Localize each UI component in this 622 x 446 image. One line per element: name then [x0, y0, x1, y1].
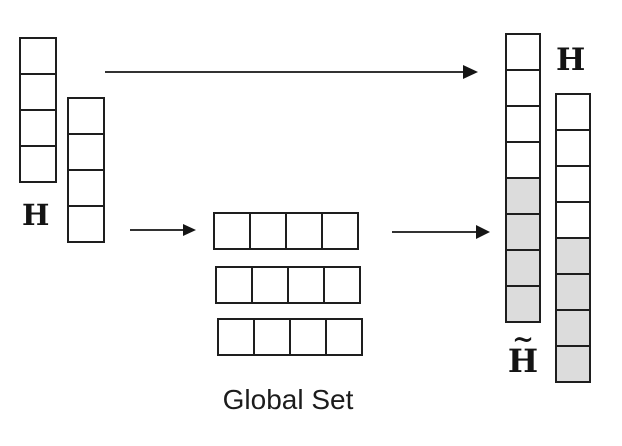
- right-matrix-column-h: [555, 93, 591, 383]
- matrix-cell-gray: [555, 309, 591, 347]
- matrix-cell-white: [213, 212, 251, 250]
- matrix-cell-white: [505, 69, 541, 107]
- matrix-cell-white: [253, 318, 291, 356]
- left-matrix-column-1: [19, 37, 57, 183]
- matrix-cell-gray: [555, 237, 591, 275]
- tilde-accent: ~: [512, 325, 534, 355]
- matrix-cell-white: [555, 201, 591, 239]
- matrix-cell-white: [19, 73, 57, 111]
- matrix-cell-white: [67, 169, 105, 207]
- matrix-cell-gray: [505, 177, 541, 215]
- matrix-cell-white: [555, 129, 591, 167]
- transformed-matrix-label: ~ H: [503, 325, 543, 380]
- matrix-cell-white: [249, 212, 287, 250]
- left-matrix-label: H: [22, 198, 50, 232]
- matrix-cell-gray: [505, 285, 541, 323]
- matrix-cell-white: [67, 205, 105, 243]
- arrow-right-icon-global-set-input: [130, 224, 196, 236]
- matrix-cell-white: [287, 266, 325, 304]
- matrix-cell-white: [19, 145, 57, 183]
- matrix-cell-white: [555, 93, 591, 131]
- matrix-cell-gray: [555, 345, 591, 383]
- matrix-cell-white: [325, 318, 363, 356]
- matrix-cell-white: [67, 133, 105, 171]
- right-matrix-label: H: [556, 42, 586, 78]
- right-matrix-column-h-tilde: [505, 33, 541, 323]
- matrix-cell-gray: [505, 213, 541, 251]
- matrix-cell-white: [289, 318, 327, 356]
- matrix-cell-white: [67, 97, 105, 135]
- matrix-cell-gray: [505, 249, 541, 287]
- matrix-cell-white: [321, 212, 359, 250]
- matrix-cell-white: [19, 37, 57, 75]
- matrix-cell-white: [285, 212, 323, 250]
- matrix-cell-white: [323, 266, 361, 304]
- matrix-cell-white: [505, 105, 541, 143]
- matrix-cell-white: [505, 141, 541, 179]
- tilde-letter: H: [507, 342, 539, 380]
- matrix-cell-white: [555, 165, 591, 203]
- arrow-right-icon-global-set-output: [392, 225, 490, 239]
- matrix-cell-white: [215, 266, 253, 304]
- matrix-cell-white: [505, 33, 541, 71]
- global-set-row-2: [215, 266, 361, 304]
- global-set-row-1: [213, 212, 359, 250]
- global-set-row-3: [217, 318, 363, 356]
- matrix-cell-white: [217, 318, 255, 356]
- matrix-cell-gray: [555, 273, 591, 311]
- global-set-label: Global Set: [222, 384, 354, 415]
- arrow-right-icon-top: [105, 65, 478, 79]
- left-matrix-column-2: [67, 97, 105, 243]
- matrix-cell-white: [251, 266, 289, 304]
- matrix-cell-white: [19, 109, 57, 147]
